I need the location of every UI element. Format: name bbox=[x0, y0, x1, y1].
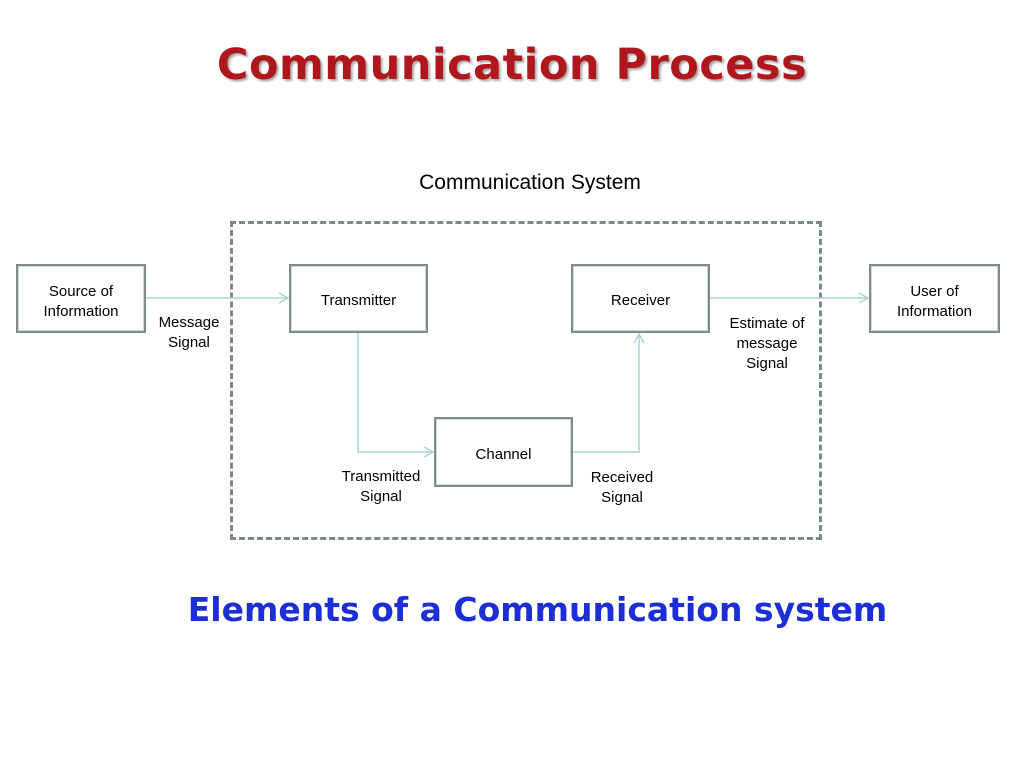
diagram-caption: Elements of a Communication system bbox=[187, 590, 888, 629]
slide-title: Communication Process bbox=[216, 40, 808, 90]
received-signal-label: Received Signal bbox=[590, 469, 654, 506]
system-label: Communication System bbox=[419, 171, 641, 194]
estimate-of-message-signal-label: Estimate of message Signal bbox=[729, 315, 805, 372]
transmitter-label: Transmitter bbox=[320, 292, 397, 309]
user-of-information-label: User of Information bbox=[896, 283, 973, 320]
channel-to-receiver-arrow bbox=[573, 332, 645, 453]
transmitter-to-channel-arrow bbox=[357, 333, 435, 458]
transmitted-signal-label: Transmitted Signal bbox=[341, 468, 421, 505]
user-of-information-box: User of Information bbox=[869, 264, 1000, 333]
source-of-information-label: Source of Information bbox=[43, 283, 119, 320]
receiver-box: Receiver bbox=[571, 264, 710, 333]
source-of-information-box: Source of Information bbox=[16, 264, 146, 333]
channel-label: Channel bbox=[475, 446, 532, 463]
receiver-label: Receiver bbox=[610, 292, 671, 309]
message-signal-label: Message Signal bbox=[158, 314, 220, 351]
channel-box: Channel bbox=[434, 417, 573, 487]
transmitter-box: Transmitter bbox=[289, 264, 428, 333]
communication-system-boundary bbox=[230, 221, 822, 540]
